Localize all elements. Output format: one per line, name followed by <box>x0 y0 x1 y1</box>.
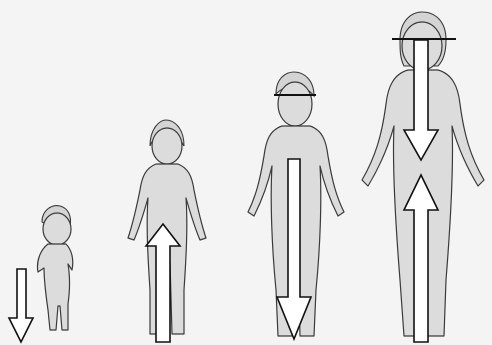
toddler-head <box>43 213 71 245</box>
toddler-figure <box>37 206 72 330</box>
toddler-body <box>37 244 72 330</box>
toddler-down-arrow <box>9 269 33 342</box>
older-child-head <box>278 82 312 126</box>
young-child-head <box>152 128 182 164</box>
